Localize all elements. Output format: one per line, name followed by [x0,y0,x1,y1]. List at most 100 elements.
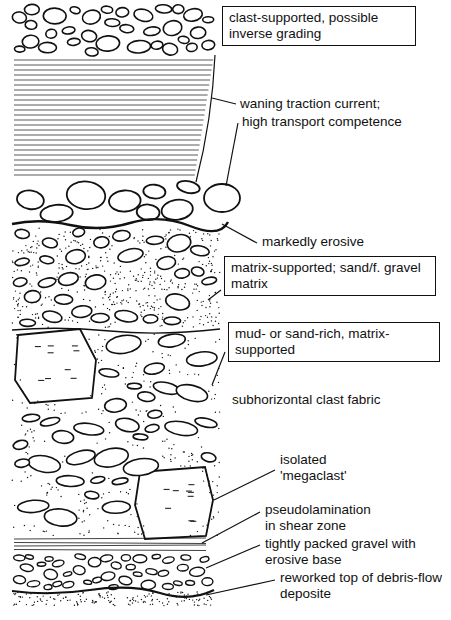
matrix-grain [41,601,42,602]
clast [176,179,201,195]
clast [105,18,120,27]
matrix-grain [35,317,36,318]
clast [177,564,188,571]
clast [45,557,53,562]
matrix-grain [215,394,216,395]
lamination [14,145,200,146]
matrix-grain [211,320,212,321]
matrix-grain [175,411,176,412]
matrix-grain [109,602,110,603]
matrix-grain [114,304,115,305]
clast [108,190,141,213]
matrix-grain [187,317,188,318]
matrix-grain [219,462,220,463]
matrix-grain [116,289,117,290]
matrix-grain [208,263,209,264]
matrix-grain [102,265,103,266]
matrix-grain [120,302,121,303]
clast [88,557,101,567]
pseudolamination [14,538,206,539]
matrix-grain [81,601,82,602]
matrix-grain [101,497,102,498]
mud-dash [73,350,79,351]
matrix-grain [155,279,156,280]
matrix-grain [102,387,103,388]
matrix-grain [17,304,18,305]
matrix-grain [29,271,30,272]
clast [190,244,210,257]
matrix-grain [130,288,131,289]
matrix-grain [94,350,95,351]
matrix-grain [154,334,155,335]
clast [84,490,99,499]
matrix-grain [161,289,162,290]
clast [110,561,122,570]
matrix-grain [182,592,183,593]
matrix-grain [178,284,179,285]
clast [114,309,138,324]
matrix-grain [218,307,219,308]
mud-dash [48,345,54,346]
matrix-grain [191,453,192,454]
matrix-grain [136,363,137,364]
matrix-grain [201,305,202,306]
clast [133,555,147,563]
matrix-grain [144,288,145,289]
matrix-grain [171,448,172,449]
matrix-grain [194,373,195,374]
matrix-grain [190,465,191,466]
matrix-grain [211,271,212,272]
matrix-grain [152,307,153,308]
matrix-grain [85,276,86,277]
matrix-grain [108,297,109,298]
matrix-grain [213,494,214,495]
megaclast [135,467,213,539]
mud-dash [188,484,194,485]
lamination [14,155,198,156]
matrix-grain [111,601,112,602]
matrix-grain [165,234,166,235]
matrix-grain [104,384,105,385]
matrix-grain [211,599,212,600]
matrix-grain [46,600,47,601]
matrix-grain [202,240,203,241]
matrix-grain [88,256,89,257]
matrix-grain [63,236,64,237]
matrix-grain [209,306,210,307]
matrix-grain [77,604,78,605]
matrix-grain [86,274,87,275]
matrix-grain [197,300,198,301]
matrix-grain [58,272,59,273]
matrix-grain [117,296,118,297]
matrix-grain [180,592,181,593]
matrix-grain [164,236,165,237]
matrix-grain [108,492,109,493]
matrix-grain [26,306,27,307]
matrix-grain [86,508,87,509]
matrix-grain [30,265,31,266]
matrix-grain [83,248,84,249]
matrix-grain [84,520,85,521]
matrix-grain [19,601,20,602]
matrix-grain [145,596,146,597]
matrix-grain [20,379,21,380]
matrix-grain [148,250,149,251]
annotation-box: matrix-supported; sand/f. gravel matrix [224,256,436,296]
matrix-grain [197,593,198,594]
box-text: mud- or sand-rich, matrix-supported [235,326,433,358]
matrix-grain [209,480,210,481]
matrix-grain [150,308,151,309]
matrix-grain [54,305,55,306]
matrix-grain [218,233,219,234]
clast [37,276,57,289]
clast [65,447,97,467]
matrix-grain [215,341,216,342]
matrix-grain [68,319,69,320]
mud-dash [188,496,194,497]
matrix-grain [60,413,61,414]
matrix-grain [84,285,85,286]
matrix-grain [211,269,212,270]
matrix-grain [138,304,139,305]
megaclast [15,329,96,403]
matrix-grain [192,316,193,317]
